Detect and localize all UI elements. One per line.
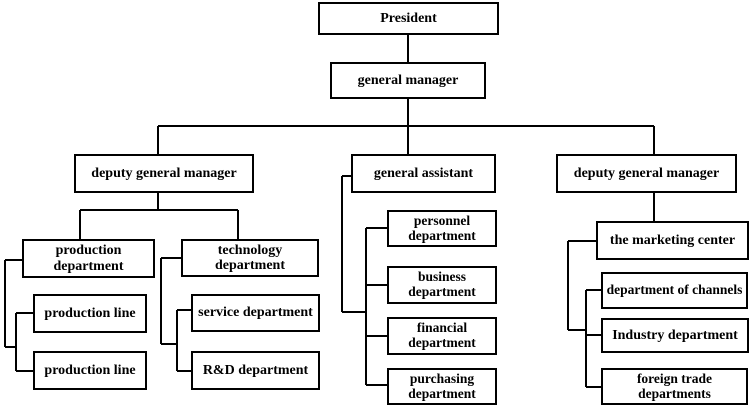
production-department-box: production department: [22, 239, 155, 278]
president-box: President: [318, 2, 499, 35]
department-of-channels-box: department of channels: [601, 272, 748, 309]
general-assistant-box: general assistant: [351, 154, 496, 193]
rd-department-box: R&D department: [191, 351, 320, 390]
general-manager-box: general manager: [330, 62, 486, 99]
financial-department-box: financial department: [387, 317, 497, 355]
personnel-department-box: personnel department: [387, 210, 497, 247]
business-department-box: business department: [387, 266, 497, 304]
industry-department-box: Industry department: [601, 318, 749, 353]
marketing-center-box: the marketing center: [596, 221, 749, 260]
service-department-box: service department: [191, 294, 320, 332]
right-deputy-general-manager-box: deputy general manager: [556, 154, 737, 193]
purchasing-department-box: purchasing department: [387, 368, 497, 405]
production-line-box-1: production line: [33, 294, 147, 333]
foreign-trade-departments-box: foreign trade departments: [601, 368, 748, 405]
production-line-box-2: production line: [33, 351, 147, 390]
left-deputy-general-manager-box: deputy general manager: [74, 154, 254, 193]
technology-department-box: technology department: [181, 239, 319, 277]
